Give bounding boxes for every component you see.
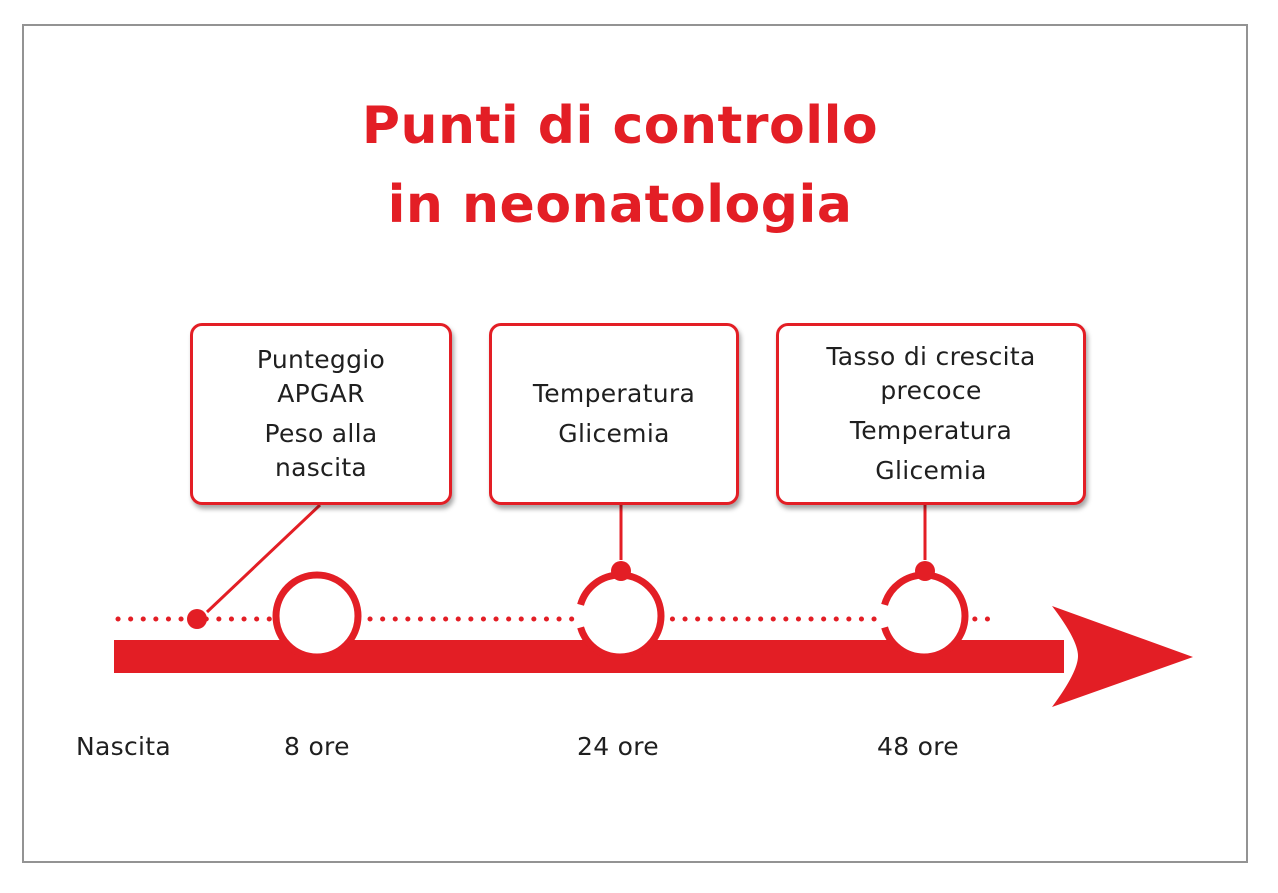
box-item: Glicemia (875, 456, 987, 485)
checkpoint-dot-24h (611, 561, 631, 581)
checkpoint-circle-48h (879, 571, 969, 661)
box-item: Tasso di crescita precoce (826, 340, 1035, 408)
box-item-line: Tasso di crescita (826, 342, 1036, 371)
box-item-line: precoce (880, 376, 982, 405)
box-item-line: nascita (274, 453, 368, 482)
box-item: Glicemia (558, 419, 670, 448)
label-48h: 48 ore (877, 732, 959, 761)
checkpoint-dot-48h (915, 561, 935, 581)
checkpoint-circle-24h (575, 571, 665, 661)
checkpoint-box-48h: Tasso di crescita precoce Temperatura Gl… (776, 323, 1086, 505)
box-item: Peso alla nascita (264, 417, 377, 485)
box-item: Temperatura (849, 416, 1013, 445)
checkpoint-circle-8h (272, 571, 362, 661)
title-line-1: Punti di controllo (361, 96, 879, 156)
checkpoint-box-24h: Temperatura Glicemia (489, 323, 739, 505)
label-birth: Nascita (76, 732, 171, 761)
box-item: Temperatura (532, 379, 696, 408)
box-item: Punteggio APGAR (257, 343, 385, 411)
arrow-head-icon (1052, 606, 1193, 707)
checkpoint-box-8h: Punteggio APGAR Peso alla nascita (190, 323, 452, 505)
birth-dot-marker (187, 609, 207, 629)
box-item-line: Punteggio (256, 345, 386, 374)
label-8h: 8 ore (284, 732, 350, 761)
box-item-line: APGAR (277, 379, 365, 408)
title-line-2: in neonatologia (387, 175, 853, 235)
connector-8h (205, 503, 322, 614)
box-item-line: Peso alla (264, 419, 378, 448)
label-24h: 24 ore (577, 732, 659, 761)
